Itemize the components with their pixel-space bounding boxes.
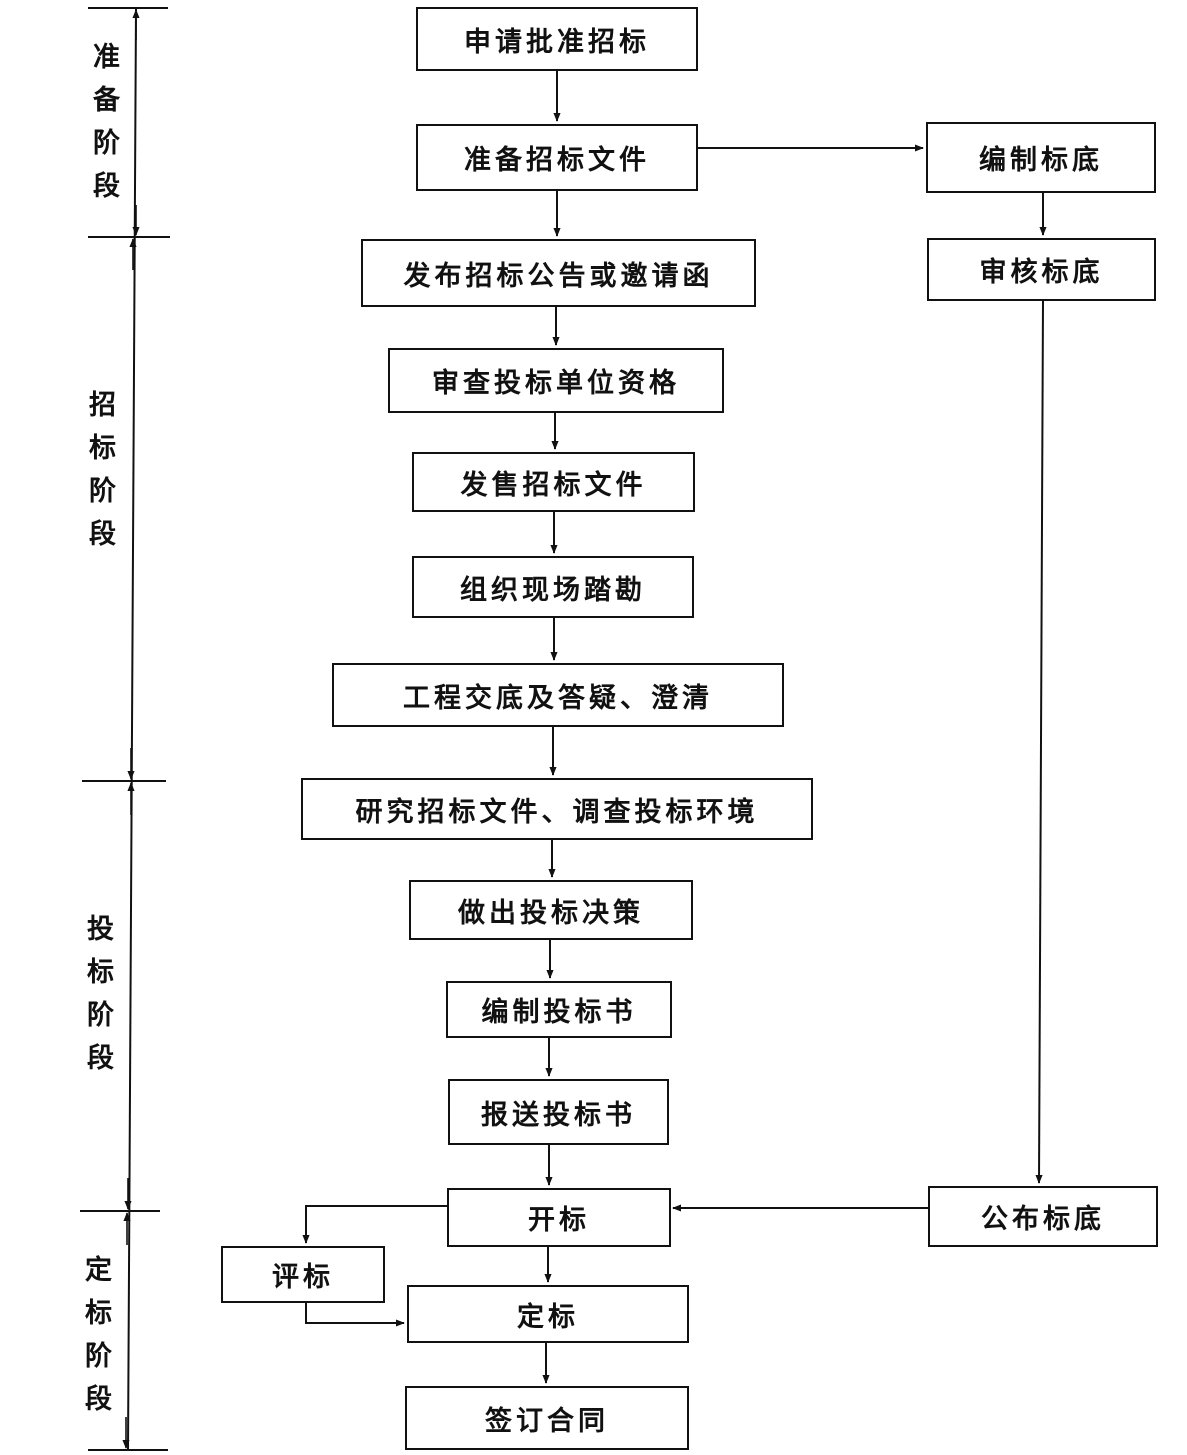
edge-open-evaluate xyxy=(302,1205,447,1244)
stage-label-bid: 投标阶段 xyxy=(82,914,113,1086)
node-briefing: 工程交底及答疑、澄清 xyxy=(332,663,784,727)
node-open: 开标 xyxy=(447,1188,671,1247)
node-decide: 做出投标决策 xyxy=(409,880,693,940)
node-review-base: 审核标底 xyxy=(927,238,1156,301)
stage-label-award: 定标阶段 xyxy=(80,1255,111,1427)
node-sell-docs: 发售招标文件 xyxy=(412,452,695,512)
node-prepare-docs: 准备招标文件 xyxy=(416,124,698,191)
node-compile-base: 编制标底 xyxy=(926,122,1156,193)
node-qualify: 审查投标单位资格 xyxy=(388,348,724,413)
node-site-visit: 组织现场踏勘 xyxy=(412,556,694,618)
node-study: 研究招标文件、调查投标环境 xyxy=(301,778,813,840)
node-apply: 申请批准招标 xyxy=(416,7,698,71)
stage-label-prep: 准备阶段 xyxy=(88,42,119,214)
node-award: 定标 xyxy=(407,1285,689,1343)
node-publish-base: 公布标底 xyxy=(928,1186,1158,1247)
node-evaluate: 评标 xyxy=(221,1246,385,1303)
node-publish-notice: 发布招标公告或邀请函 xyxy=(361,239,756,307)
node-sign: 签订合同 xyxy=(405,1386,689,1450)
edge-review-publishbase xyxy=(1035,299,1044,1184)
node-compile-bid: 编制投标书 xyxy=(446,981,672,1038)
stage-timeline xyxy=(127,7,137,1451)
stage-label-tender: 招标阶段 xyxy=(84,390,115,562)
edge-evaluate-award xyxy=(305,1303,405,1327)
node-submit-bid: 报送投标书 xyxy=(448,1079,669,1145)
